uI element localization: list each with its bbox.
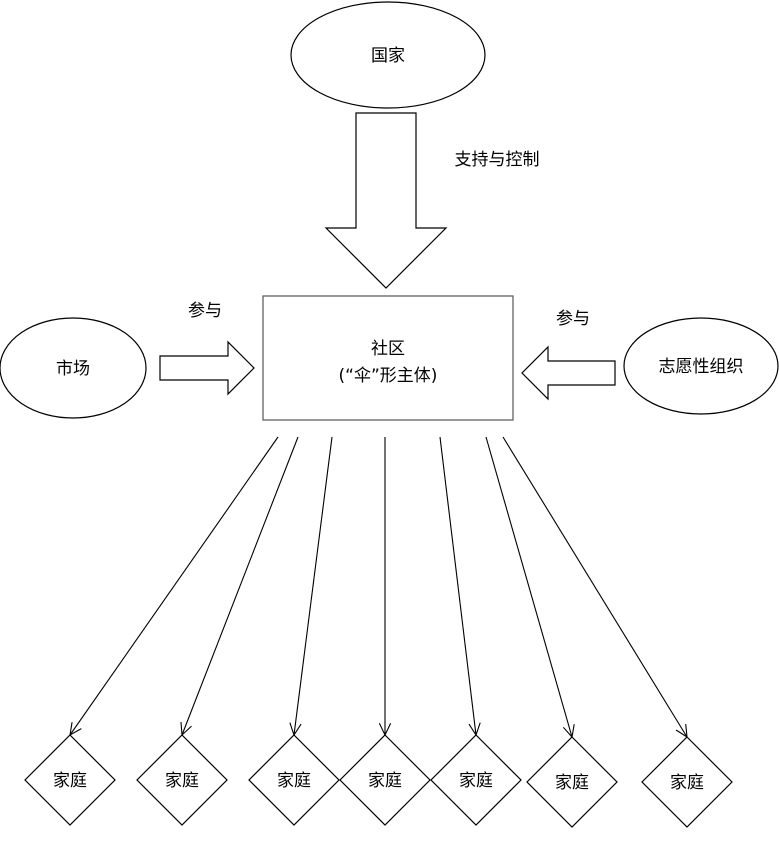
family-edges (69, 436, 688, 739)
family-nodes: 家庭 家庭 家庭 家庭 家庭 家庭 家庭 (24, 734, 733, 828)
community-label: 社区 (371, 339, 405, 359)
market-to-community-arrow (159, 340, 255, 396)
family-label: 家庭 (368, 771, 402, 791)
state-node (290, 1, 486, 109)
family-label: 家庭 (459, 771, 493, 791)
family-edge-line (485, 436, 573, 738)
market-label: 市场 (56, 359, 90, 379)
family-label: 家庭 (670, 773, 704, 793)
community-node (262, 295, 514, 421)
market-node (0, 317, 147, 419)
support-control-label: 支持与控制 (455, 150, 540, 170)
family-label: 家庭 (277, 771, 311, 791)
volunteer-to-community-arrow (521, 345, 616, 401)
family-node (24, 734, 116, 826)
volunteer-org-label: 志愿性组织 (659, 357, 744, 377)
community-sublabel: (“伞”形主体) (339, 366, 438, 386)
family-edge-line (69, 436, 279, 736)
family-edge-line (502, 436, 688, 738)
family-node (248, 734, 340, 826)
volunteer-participation-label: 参与 (556, 309, 590, 329)
family-node (136, 734, 228, 826)
family-edge-line (181, 436, 299, 736)
family-node (641, 736, 733, 828)
family-label: 家庭 (165, 771, 199, 791)
family-node (430, 734, 522, 826)
market-participation-label: 参与 (188, 301, 222, 321)
family-label: 家庭 (555, 773, 589, 793)
family-node (526, 736, 618, 828)
volunteer-org-node (623, 317, 779, 415)
family-label: 家庭 (53, 771, 87, 791)
family-edge-line (439, 436, 477, 736)
state-label: 国家 (371, 46, 405, 66)
state-to-community-arrow (324, 112, 448, 289)
family-node (339, 734, 431, 826)
family-edge-line (293, 436, 333, 736)
